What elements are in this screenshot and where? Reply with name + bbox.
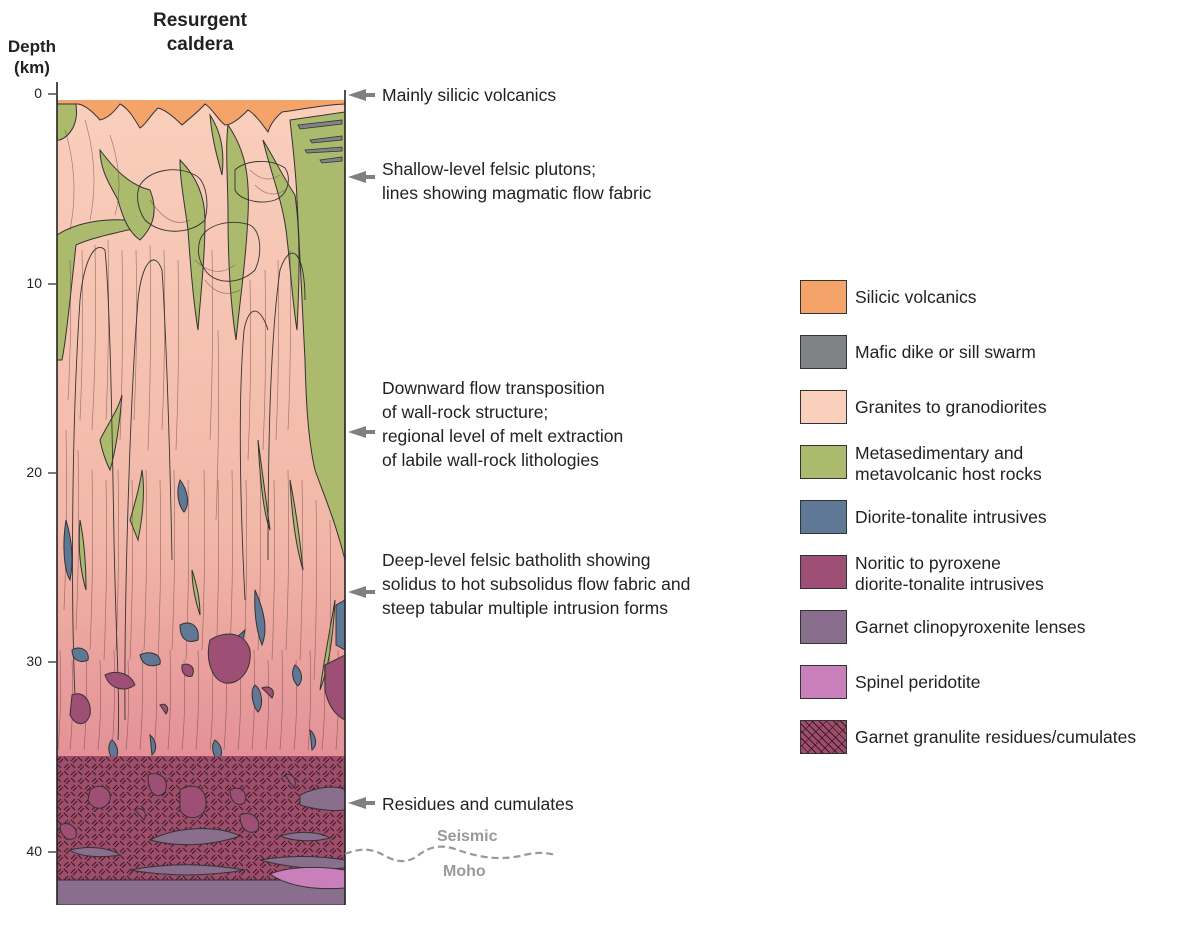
legend-item-spinel-peridotite: Spinel peridotite [800, 663, 1190, 718]
legend-swatch [800, 665, 847, 699]
legend-item-diorite-tonalite: Diorite-tonalite intrusives [800, 498, 1190, 553]
legend-label: Metasedimentary andmetavolcanic host roc… [855, 443, 1042, 485]
annotation-arrows [348, 89, 375, 809]
caldera-line-1: Resurgent [130, 9, 270, 33]
depth-tick-label: 20 [2, 464, 42, 480]
seismic-moho-line [345, 847, 555, 861]
legend-item-noritic: Noritic to pyroxenediorite-tonalite intr… [800, 553, 1190, 608]
legend-swatch [800, 445, 847, 479]
legend-swatch [800, 390, 847, 424]
annotation-silicic-volcanics: Mainly silicic volcanics [382, 83, 556, 107]
depth-unit: (km) [4, 57, 60, 78]
legend-item-mafic-dike: Mafic dike or sill swarm [800, 333, 1190, 388]
legend-label: Diorite-tonalite intrusives [855, 507, 1047, 528]
legend-swatch [800, 720, 847, 754]
annotation-flow-transposition: Downward flow transposition of wall-rock… [382, 376, 623, 472]
arrow-volcanics [348, 89, 375, 101]
arrow-deep-batholith [348, 586, 375, 598]
depth-tick-label: 30 [2, 653, 42, 669]
legend-label: Silicic volcanics [855, 287, 977, 308]
legend-item-host-rocks: Metasedimentary andmetavolcanic host roc… [800, 443, 1190, 498]
depth-axis-title: Depth (km) [4, 36, 60, 78]
moho-label-seismic: Seismic [437, 828, 497, 846]
depth-ticks [48, 94, 56, 852]
legend-label: Noritic to pyroxenediorite-tonalite intr… [855, 553, 1044, 595]
legend-swatch [800, 500, 847, 534]
depth-tick-label: 10 [2, 275, 42, 291]
legend-label: Garnet clinopyroxenite lenses [855, 617, 1086, 638]
annotation-residues: Residues and cumulates [382, 792, 574, 816]
legend-swatch [800, 610, 847, 644]
depth-tick-label: 0 [2, 85, 42, 101]
legend-item-clinopyroxenite: Garnet clinopyroxenite lenses [800, 608, 1190, 663]
legend-swatch [800, 555, 847, 589]
legend-label: Granites to granodiorites [855, 397, 1047, 418]
arrow-residues [348, 797, 375, 809]
annotation-deep-batholith: Deep-level felsic batholith showing soli… [382, 548, 690, 620]
arrow-shallow-plutons [348, 171, 375, 183]
legend-item-granites: Granites to granodiorites [800, 388, 1190, 443]
depth-tick-label: 40 [2, 843, 42, 859]
legend-label: Spinel peridotite [855, 672, 981, 693]
arrow-flow-transposition [348, 426, 375, 438]
legend: Silicic volcanics Mafic dike or sill swa… [800, 278, 1190, 773]
caldera-line-2: caldera [130, 33, 270, 57]
annotation-shallow-plutons: Shallow-level felsic plutons; lines show… [382, 157, 651, 205]
legend-label: Mafic dike or sill swarm [855, 342, 1036, 363]
legend-item-silicic-volcanics: Silicic volcanics [800, 278, 1190, 333]
depth-label: Depth [4, 36, 60, 57]
legend-swatch [800, 335, 847, 369]
caldera-title: Resurgent caldera [130, 9, 270, 57]
legend-label: Garnet granulite residues/cumulates [855, 727, 1136, 748]
legend-swatch [800, 280, 847, 314]
moho-label-moho: Moho [443, 863, 486, 881]
legend-item-garnet-granulite: Garnet granulite residues/cumulates [800, 718, 1190, 773]
crust-column [50, 80, 350, 910]
